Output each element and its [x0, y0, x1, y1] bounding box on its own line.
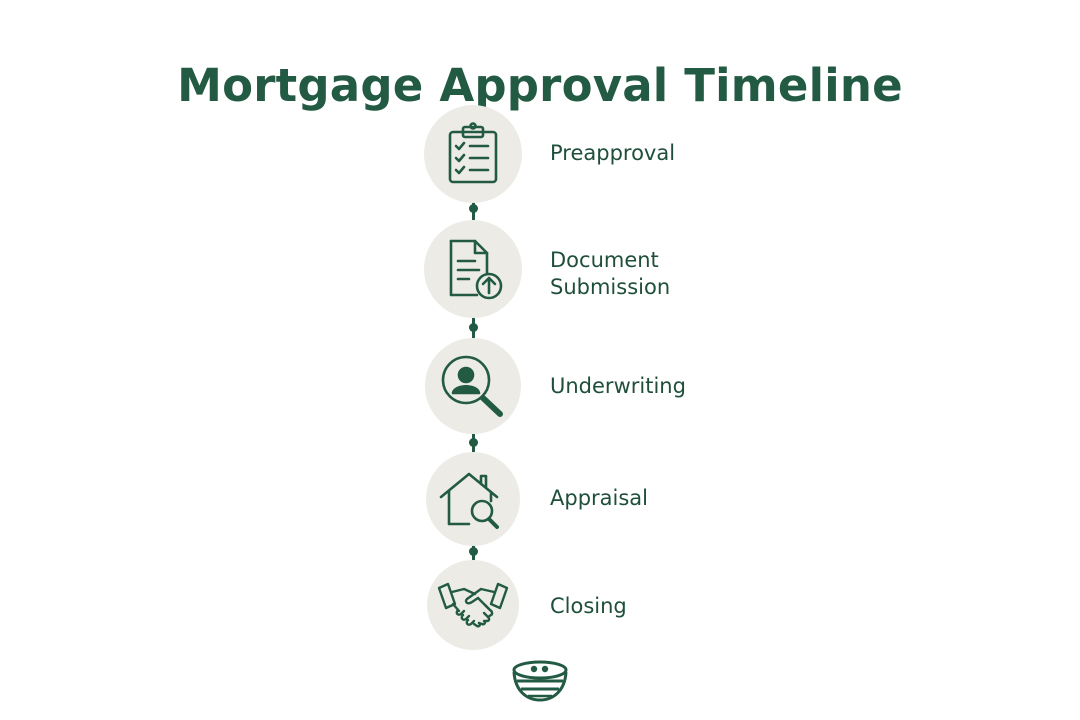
- bowl-logo-icon: [512, 660, 568, 702]
- handshake-icon: [437, 582, 509, 628]
- step-document-submission-label: Document Submission: [550, 248, 671, 299]
- clipboard-checklist-icon: [448, 122, 498, 184]
- timeline-dot: [469, 204, 478, 213]
- step-appraisal-label: Appraisal: [550, 486, 649, 510]
- step-closing-label: Closing: [550, 594, 627, 618]
- document-upload-icon: [449, 239, 503, 300]
- timeline-dot: [469, 323, 478, 332]
- step-underwriting-circle: [425, 338, 521, 434]
- magnifier-person-icon: [441, 355, 503, 417]
- page-title: Mortgage Approval Timeline: [177, 59, 903, 113]
- step-closing-circle: [427, 560, 519, 650]
- bowl-logo: [510, 658, 570, 708]
- step-appraisal-circle: [426, 452, 520, 546]
- step-underwriting-label: Underwriting: [550, 374, 686, 398]
- timeline-dot: [469, 547, 478, 556]
- step-preapproval-label: Preapproval: [550, 141, 676, 165]
- step-preapproval-circle: [424, 105, 522, 203]
- house-magnifier-icon: [439, 472, 499, 529]
- step-document-submission-circle: [424, 220, 522, 318]
- timeline-dot: [469, 438, 478, 447]
